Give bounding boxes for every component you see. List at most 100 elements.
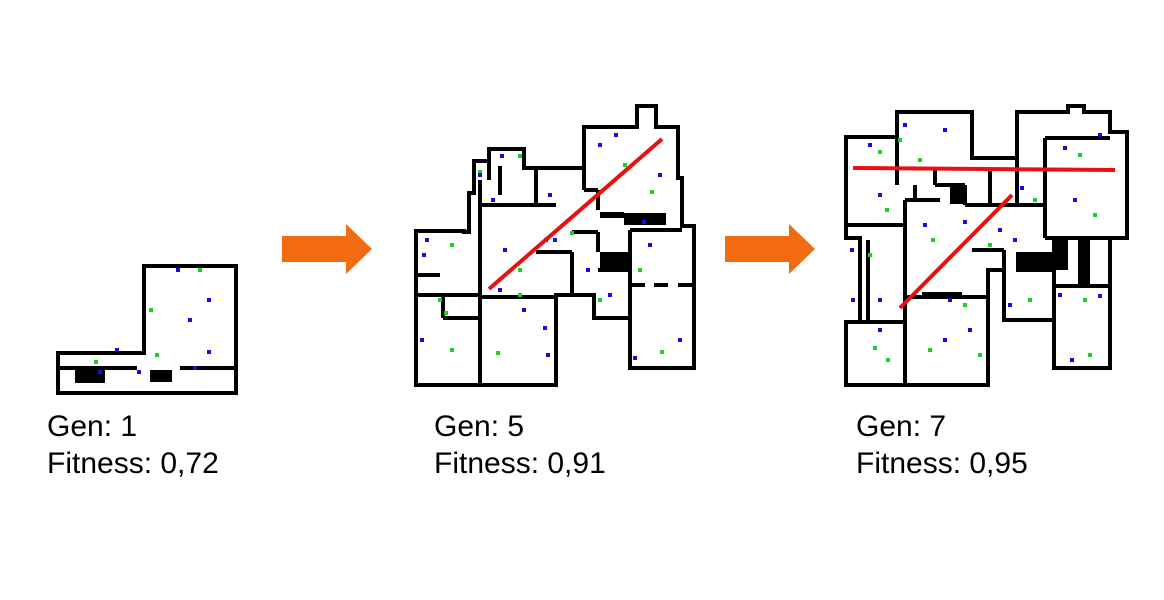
blue-dot <box>188 318 192 322</box>
green-dot <box>1028 298 1032 302</box>
blue-dot <box>98 370 102 374</box>
blue-dot <box>948 298 952 302</box>
alignment-line <box>852 166 1116 172</box>
blue-dot <box>1098 294 1102 298</box>
blue-dot <box>420 338 424 342</box>
blue-dot <box>491 198 495 202</box>
blue-dot <box>425 238 429 242</box>
blue-dot <box>500 154 504 158</box>
floorplan-outline <box>414 104 696 387</box>
green-dot <box>444 311 448 315</box>
blue-dot <box>878 298 882 302</box>
blue-dot <box>923 223 927 227</box>
solid-block <box>600 212 624 218</box>
floorplan-outline <box>844 104 1129 387</box>
green-dot <box>450 243 454 247</box>
blue-dot <box>1070 358 1074 362</box>
blue-dot <box>115 348 119 352</box>
green-dot <box>198 268 202 272</box>
green-dot <box>650 190 654 194</box>
green-dot <box>886 358 890 362</box>
furniture-dots-gen-7 <box>850 123 1102 362</box>
green-dot <box>918 158 922 162</box>
alignment-line <box>487 137 664 291</box>
generation-label: Gen: 7 <box>856 410 947 443</box>
blue-dot <box>943 128 947 132</box>
green-dot <box>1078 153 1082 157</box>
green-dot <box>155 353 159 357</box>
blue-dot <box>498 288 502 292</box>
green-dot <box>450 348 454 352</box>
stage-caption-gen-5: Gen: 5 Fitness: 0,91 <box>434 408 606 482</box>
generation-label: Gen: 1 <box>47 410 138 443</box>
green-dot <box>438 298 442 302</box>
blue-dot <box>1020 186 1024 190</box>
blue-dot <box>903 123 907 127</box>
blue-dot <box>1058 293 1062 297</box>
solid-block <box>1054 240 1068 270</box>
green-dot <box>963 303 967 307</box>
blue-dot <box>193 366 197 370</box>
green-dot <box>518 293 522 297</box>
green-dot <box>660 350 664 354</box>
green-dot <box>478 170 482 174</box>
arrow-right-icon <box>282 224 372 274</box>
furniture-dots-gen-5 <box>420 133 682 360</box>
blue-dot <box>608 293 612 297</box>
green-dot <box>570 231 574 235</box>
solid-block <box>1078 240 1090 284</box>
blue-dot <box>137 370 141 374</box>
solid-block <box>624 213 666 225</box>
blue-dot <box>850 248 854 252</box>
blue-dot <box>503 248 507 252</box>
blue-dot <box>642 220 646 224</box>
solid-block <box>75 370 105 383</box>
green-dot <box>598 298 602 302</box>
green-dot <box>1083 298 1087 302</box>
green-dot <box>928 348 932 352</box>
blue-dot <box>658 173 662 177</box>
green-dot <box>988 243 992 247</box>
blue-dot <box>546 353 550 357</box>
blue-dot <box>968 328 972 332</box>
blue-dot <box>1063 146 1067 150</box>
blue-dot <box>1098 133 1102 137</box>
green-dot <box>1093 213 1097 217</box>
green-dot <box>518 154 522 158</box>
fitness-label: Fitness: 0,91 <box>434 447 606 480</box>
green-dot <box>496 351 500 355</box>
blue-dot <box>598 143 602 147</box>
green-dot <box>94 360 98 364</box>
generation-label: Gen: 5 <box>434 410 525 443</box>
solid-block <box>1016 252 1054 272</box>
blue-dot <box>422 253 426 257</box>
green-dot <box>1088 353 1092 357</box>
alignment-line <box>898 193 1014 310</box>
blue-dot <box>614 133 618 137</box>
blue-dot <box>943 338 947 342</box>
green-dot <box>898 138 902 142</box>
solid-block <box>950 186 964 204</box>
blue-dot <box>176 268 180 272</box>
blue-dot <box>207 298 211 302</box>
solid-block <box>150 370 172 382</box>
green-dot <box>623 163 627 167</box>
blue-dot <box>586 268 590 272</box>
blue-dot <box>553 238 557 242</box>
blue-dot <box>851 298 855 302</box>
green-dot <box>149 308 153 312</box>
blue-dot <box>1008 303 1012 307</box>
blue-dot <box>878 328 882 332</box>
blue-dot <box>207 350 211 354</box>
blue-dot <box>543 326 547 330</box>
stage-caption-gen-1: Gen: 1 Fitness: 0,72 <box>47 408 219 482</box>
blue-dot <box>868 143 872 147</box>
blue-dot <box>878 193 882 197</box>
blue-dot <box>998 228 1002 232</box>
blue-dot <box>548 193 552 197</box>
green-dot <box>518 268 522 272</box>
blue-dot <box>522 308 526 312</box>
fitness-label: Fitness: 0,95 <box>856 447 1028 480</box>
furniture-dots-gen-1 <box>94 268 211 374</box>
